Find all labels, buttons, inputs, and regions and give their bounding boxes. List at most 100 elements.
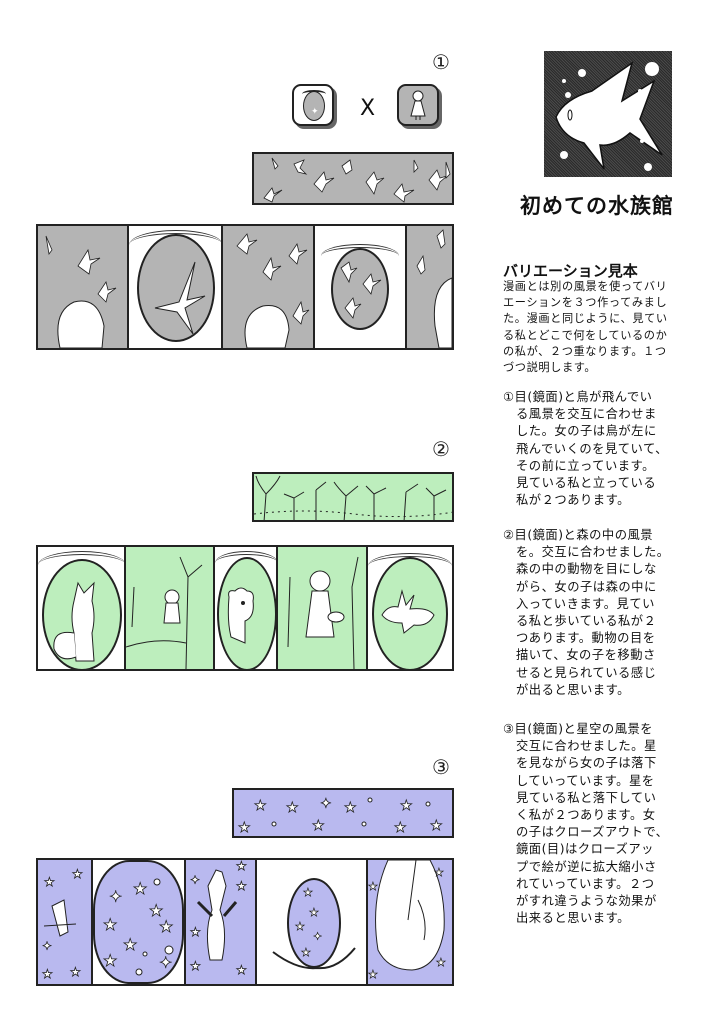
intro-line: る私とどこで何をしているのか (503, 328, 668, 342)
panel-eye-bear (215, 547, 278, 669)
item-marker: ① (503, 390, 515, 404)
explanation-1: ①目(鏡面)と鳥が飛んでい る風景を交互に合わせま した。女の子は鳥が左に 飛ん… (503, 389, 703, 509)
eye-mirror-icon: ✦ (292, 84, 334, 126)
svg-text:★: ★ (434, 866, 444, 879)
svg-text:★: ★ (236, 879, 247, 893)
svg-text:★: ★ (133, 879, 147, 898)
item-line: 出来ると思います。 (516, 911, 630, 926)
panel-girl-hair-closeup: ★★★★ (368, 860, 452, 984)
item-line: る風景を交互に合わせま (516, 407, 657, 422)
intro-line: づつ説明します。 (503, 361, 597, 375)
item-line: を見ながら女の子は落下 (516, 756, 657, 771)
svg-text:★: ★ (368, 880, 378, 893)
item-line: せると見られている感じ (516, 665, 657, 680)
item-line: の子はクローズアウトで、 (516, 825, 669, 840)
svg-text:★: ★ (301, 946, 311, 959)
item-line: が出ると思います。 (516, 682, 630, 697)
item-line: 鏡面(目)はクローズアッ (516, 842, 654, 857)
svg-text:★: ★ (303, 886, 313, 899)
item-line: 見ている私と落下してい (516, 790, 657, 805)
svg-text:★: ★ (70, 965, 81, 979)
item-line: 森の中の動物を目にしな (516, 562, 657, 577)
svg-text:★: ★ (103, 951, 117, 970)
item-line: 入っていきます。見てい (516, 596, 655, 611)
item-line: プで絵が逆に拡大縮小さ (516, 859, 657, 874)
item-line: がら、女の子は森の中に (516, 579, 657, 594)
birds-icon (263, 157, 451, 203)
girl-silhouette-icon (397, 84, 439, 126)
item-line: 飛んでいくのを見ていて、 (516, 441, 668, 456)
item-line: く私が２つあります。女 (516, 808, 656, 823)
panel-girl-falling-small: ★ ★ ✦ ★ ★ (38, 860, 93, 984)
panel-girl-back-birds (38, 226, 129, 348)
svg-text:★: ★ (295, 920, 305, 933)
panel-eye-rabbit (368, 547, 452, 669)
item-marker: ② (503, 528, 515, 542)
panel-eye-fox (38, 547, 126, 669)
svg-text:✦: ✦ (109, 887, 122, 906)
section-1-panel-row (36, 224, 454, 350)
item-line: した。女の子は鳥が左に (516, 424, 657, 439)
svg-text:★: ★ (159, 917, 173, 936)
section-3-panel-row: ★★✦★★ ✦★★★★★✦★ ✦★★★★★ ★★★✦★ ★★★★ (36, 858, 454, 986)
svg-text:★: ★ (123, 935, 137, 954)
svg-text:★: ★ (72, 867, 83, 881)
item-marker: ③ (503, 722, 515, 736)
panel-girl-falling: ✦ ★ ★ ★ ★ ★ (186, 860, 257, 984)
panel-eye-stars-small: ★★★✦★ (257, 860, 368, 984)
svg-text:✦: ✦ (190, 873, 200, 887)
item-line: がすれ違うような効果が (516, 894, 657, 909)
intro-line: の私が、２つ重なります。１つ (503, 344, 667, 358)
item-line: つあります。動物の目を (516, 631, 656, 646)
item-line: 私が２つあります。 (516, 493, 630, 508)
logo-fish-image (544, 51, 672, 177)
item-line: 目(鏡面)と鳥が飛んでい (514, 390, 653, 404)
svg-text:★: ★ (430, 818, 443, 834)
item-line: 交互に合わせました。星 (516, 739, 657, 754)
svg-text:✦: ✦ (42, 939, 52, 953)
item-line: 描いて、女の子を移動さ (516, 648, 656, 663)
item-line: 目(鏡面)と星空の風景を (514, 722, 654, 736)
section-2-panel-row (36, 545, 454, 671)
panel-girl-back-basket (278, 547, 368, 669)
svg-text:★: ★ (238, 820, 251, 836)
panel-girl-walking-forest (126, 547, 215, 669)
item-line: その前に立っています。 (516, 458, 655, 473)
svg-text:✦: ✦ (313, 930, 322, 943)
svg-text:★: ★ (236, 860, 247, 873)
panel-girl-back-birds-2 (223, 226, 315, 348)
item-line: る私と歩いている私が２ (516, 614, 657, 629)
intro-paragraph: 漫画とは別の風景を使ってバリ エーションを３つ作ってみまし た。漫画と同じように… (503, 279, 703, 376)
panel-girl-back-birds-3 (407, 226, 452, 348)
panel-eye-birds-small (315, 226, 407, 348)
fish-icon (555, 61, 663, 171)
svg-text:★: ★ (286, 800, 299, 816)
svg-text:★: ★ (236, 963, 247, 977)
svg-text:★: ★ (190, 959, 201, 973)
svg-text:✦: ✦ (159, 953, 172, 972)
svg-text:★: ★ (190, 925, 201, 939)
item-line: 見ている私と立っている (516, 476, 657, 491)
star-strip: ★★✦★★ ★★★★ (232, 788, 454, 838)
svg-text:★: ★ (400, 798, 413, 814)
variation-heading: バリエーション見本 (503, 262, 638, 280)
forest-strip (252, 472, 454, 522)
explanation-3: ③目(鏡面)と星空の風景を 交互に合わせました。星 を見ながら女の子は落下 して… (503, 721, 703, 927)
operator-x: X (360, 96, 376, 121)
item-line: れていっています。２つ (516, 876, 655, 891)
intro-line: た。漫画と同じように、見てい (503, 312, 668, 326)
svg-text:✦: ✦ (320, 796, 332, 812)
svg-text:★: ★ (103, 915, 117, 934)
svg-text:★: ★ (42, 967, 53, 981)
explanation-2: ②目(鏡面)と森の中の風景 を。交互に合わせました。 森の中の動物を目にしな が… (503, 527, 703, 699)
item-line: していっています。星を (516, 773, 655, 788)
page-title: 初めての水族館 (520, 194, 674, 218)
section-number-2: ② (432, 437, 450, 461)
svg-text:★: ★ (312, 818, 325, 834)
bird-flock-strip (252, 152, 454, 205)
item-line: 目(鏡面)と森の中の風景 (514, 528, 654, 542)
svg-text:★: ★ (254, 798, 267, 814)
item-line: を。交互に合わせました。 (516, 545, 670, 560)
svg-text:★: ★ (44, 875, 55, 889)
section-number-1: ① (432, 50, 450, 74)
